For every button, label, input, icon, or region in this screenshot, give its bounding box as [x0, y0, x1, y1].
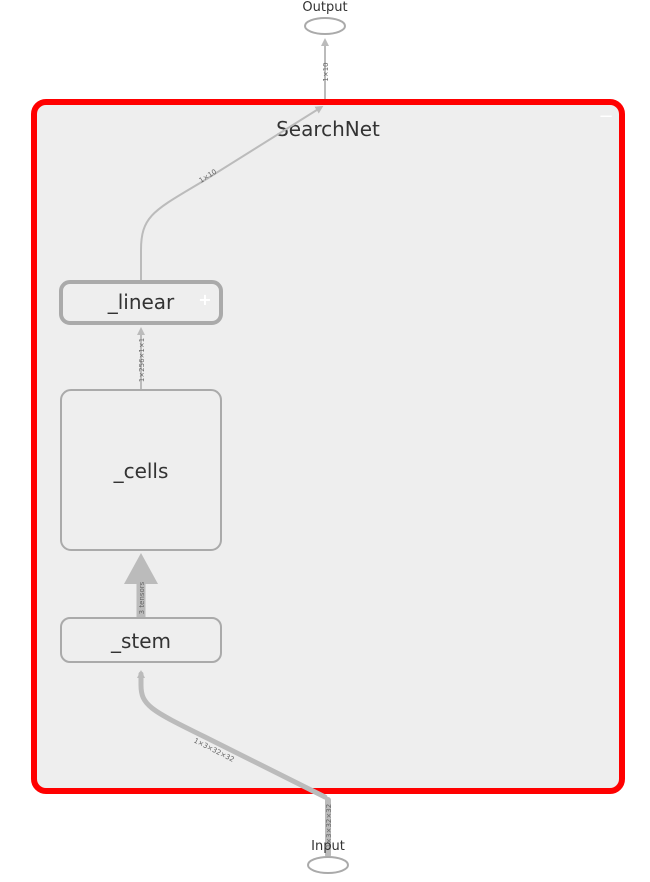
cells-node-label: _cells [113, 459, 169, 483]
stem-node[interactable] [60, 617, 222, 663]
edge-stem-to-cells[interactable] [124, 553, 158, 622]
edge-label-input: 1×3×32×32 [325, 804, 333, 848]
edge-input-to-stem[interactable] [137, 670, 328, 800]
collapse-icon[interactable]: − [598, 106, 613, 127]
stem-node-label: _stem [110, 629, 171, 653]
edge-label-output: 1×10 [322, 62, 330, 81]
expand-icon[interactable]: + [198, 290, 211, 309]
output-node-label: Output [302, 0, 347, 15]
edge-label-stem-cells: 3 tensors [138, 581, 146, 614]
linear-node[interactable] [59, 280, 223, 325]
edge-label-cells-linear: 1×256×1×1 [138, 338, 146, 382]
output-node[interactable] [304, 17, 346, 35]
searchnet-group-title: SearchNet [276, 117, 380, 141]
cells-node[interactable] [60, 389, 222, 551]
input-node[interactable] [307, 856, 349, 874]
edge-linear-to-output[interactable] [140, 105, 324, 281]
input-node-label: Input [311, 839, 345, 854]
linear-node-label: _linear [107, 290, 175, 314]
